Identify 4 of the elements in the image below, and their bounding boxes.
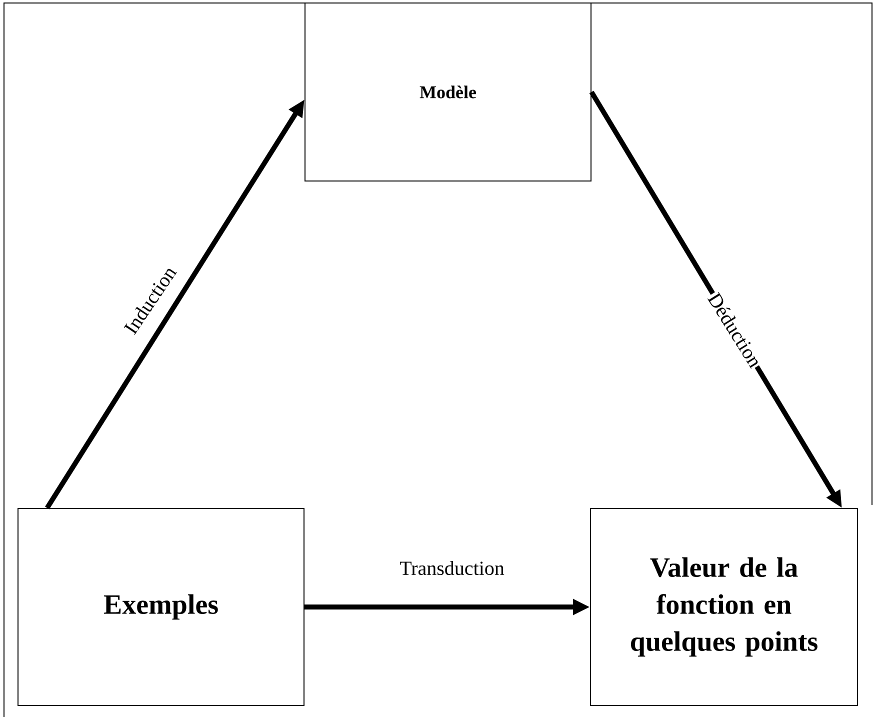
- box: Valeur de la fonction en quelques points: [590, 508, 858, 706]
- box: Modèle: [304, 2, 592, 182]
- box: Exemples: [18, 508, 304, 706]
- edge-label: Transduction: [398, 560, 506, 576]
